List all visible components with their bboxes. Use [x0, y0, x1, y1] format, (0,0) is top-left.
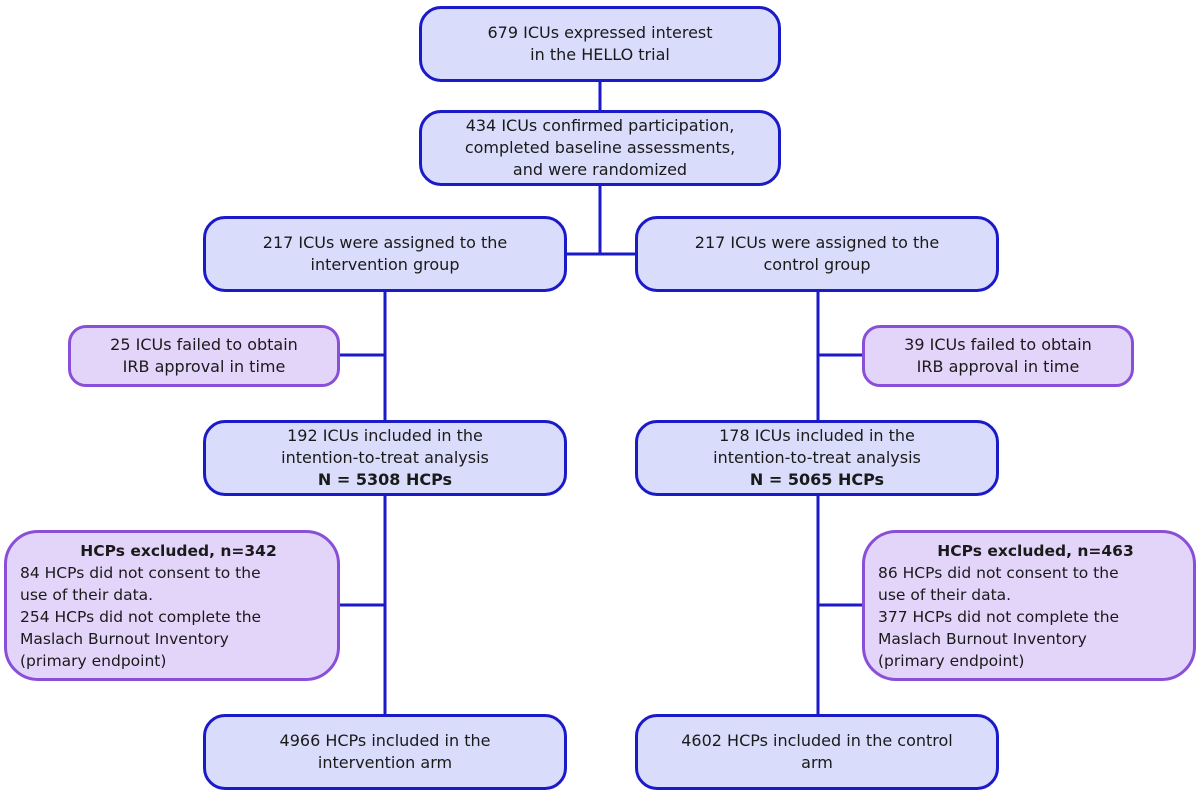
box-line: 39 ICUs failed to obtain — [904, 335, 1092, 354]
box-line: and were randomized — [512, 160, 688, 179]
box-control-irb-failed: 39 ICUs failed to obtain IRB approval in… — [862, 325, 1134, 387]
box-line: 84 HCPs did not consent to the — [20, 563, 261, 582]
box-control-itt: 178 ICUs included in the intention-to-tr… — [635, 420, 999, 496]
box-line: IRB approval in time — [916, 357, 1080, 376]
box-line: 4602 HCPs included in the control — [681, 731, 953, 750]
box-line: 254 HCPs did not complete the — [20, 607, 262, 626]
box-expressed-interest: 679 ICUs expressed interest in the HELLO… — [419, 6, 781, 82]
box-intervention-excluded: HCPs excluded, n=342 84 HCPs did not con… — [4, 530, 340, 681]
box-intervention-itt: 192 ICUs included in the intention-to-tr… — [203, 420, 567, 496]
box-line: 217 ICUs were assigned to the — [694, 233, 940, 252]
box-line: 4966 HCPs included in the — [279, 731, 491, 750]
box-line: 434 ICUs confirmed participation, — [465, 116, 735, 135]
box-control-final: 4602 HCPs included in the control arm — [635, 714, 999, 790]
box-intervention-irb-failed: 25 ICUs failed to obtain IRB approval in… — [68, 325, 340, 387]
control-n-label: N = 5065 HCPs — [749, 470, 885, 489]
box-line: (primary endpoint) — [20, 651, 167, 670]
box-line: intention-to-treat analysis — [281, 448, 489, 467]
box-line: use of their data. — [20, 585, 154, 604]
box-line: 178 ICUs included in the — [719, 426, 915, 445]
box-line: 25 ICUs failed to obtain — [110, 335, 298, 354]
box-line: control group — [763, 255, 871, 274]
box-line: intervention arm — [317, 753, 453, 772]
box-line: 86 HCPs did not consent to the — [878, 563, 1119, 582]
box-line: 192 ICUs included in the — [287, 426, 483, 445]
box-control-assigned: 217 ICUs were assigned to the control gr… — [635, 216, 999, 292]
box-intervention-final: 4966 HCPs included in the intervention a… — [203, 714, 567, 790]
box-line: Maslach Burnout Inventory — [20, 629, 229, 648]
box-line: arm — [801, 753, 833, 772]
box-control-excluded: HCPs excluded, n=463 86 HCPs did not con… — [862, 530, 1196, 681]
intervention-excluded-title: HCPs excluded, n=342 — [80, 541, 277, 560]
box-line: (primary endpoint) — [878, 651, 1025, 670]
box-line: Maslach Burnout Inventory — [878, 629, 1087, 648]
box-line: intervention group — [310, 255, 460, 274]
box-line: use of their data. — [878, 585, 1012, 604]
box-line: 217 ICUs were assigned to the — [262, 233, 508, 252]
box-line: intention-to-treat analysis — [713, 448, 921, 467]
intervention-n-label: N = 5308 HCPs — [317, 470, 453, 489]
box-line: IRB approval in time — [122, 357, 286, 376]
box-line: 679 ICUs expressed interest — [487, 23, 713, 42]
box-line: 377 HCPs did not complete the — [878, 607, 1120, 626]
box-line: in the HELLO trial — [530, 45, 670, 64]
box-randomized: 434 ICUs confirmed participation, comple… — [419, 110, 781, 186]
box-line: completed baseline assessments, — [464, 138, 736, 157]
box-intervention-assigned: 217 ICUs were assigned to the interventi… — [203, 216, 567, 292]
control-excluded-title: HCPs excluded, n=463 — [937, 541, 1134, 560]
